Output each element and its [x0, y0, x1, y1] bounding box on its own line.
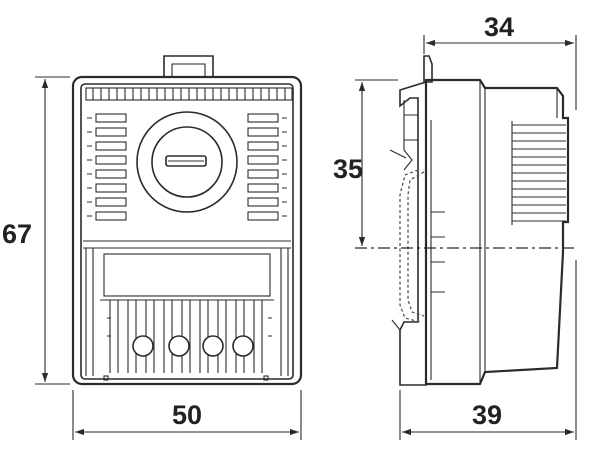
- rail-height-label: 35: [333, 154, 363, 184]
- side-vent-slots: [511, 88, 566, 225]
- front-height-label: 67: [2, 219, 32, 249]
- side-bottom-depth-dimension: [399, 260, 577, 440]
- front-view: [71, 55, 303, 386]
- left-vent-slots: [87, 113, 127, 221]
- terminal-block: [85, 248, 289, 381]
- side-bottom-depth-label: 39: [472, 400, 502, 430]
- side-top-depth-dimension: [423, 35, 577, 110]
- adjustment-knob: [136, 111, 238, 213]
- rail-height-dimension: [355, 79, 398, 246]
- front-width-label: 50: [172, 400, 202, 430]
- top-vent-slots: [85, 87, 293, 101]
- side-top-depth-label: 34: [484, 12, 514, 42]
- din-rail-outline: [399, 169, 421, 323]
- front-height-dimension: [35, 76, 70, 385]
- front-width-dimension: [72, 390, 302, 440]
- side-view: [389, 55, 570, 386]
- right-vent-slots: [247, 113, 287, 221]
